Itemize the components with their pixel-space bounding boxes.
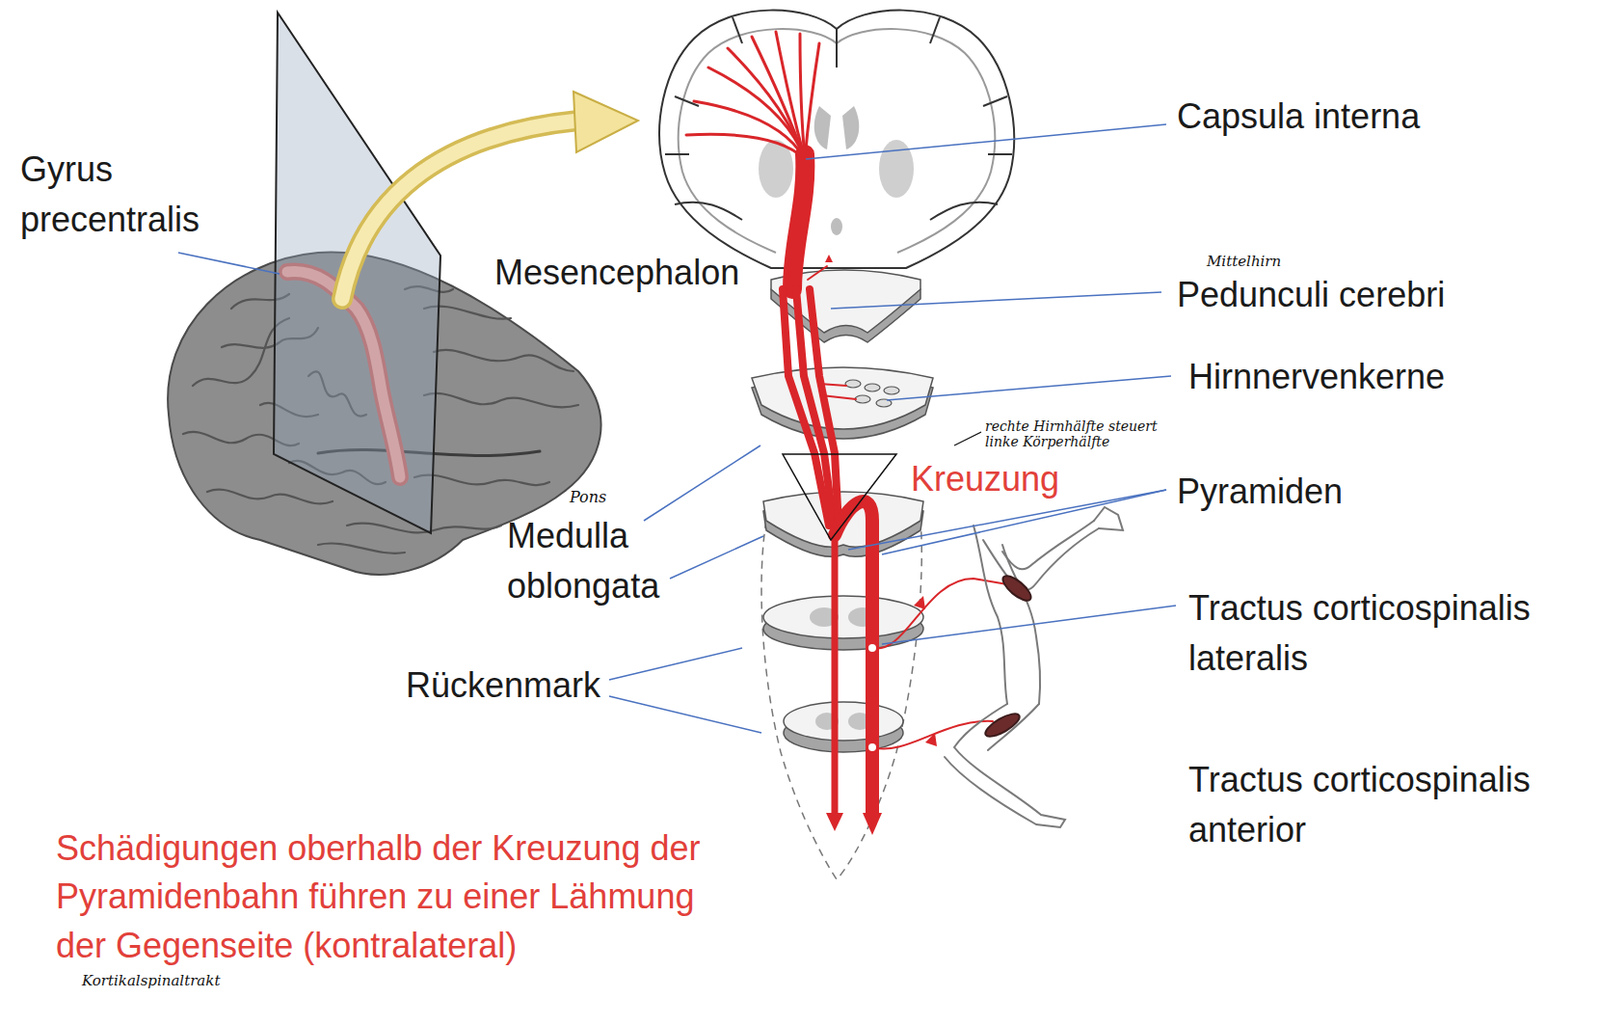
- cranial-nerve-nuclei: [845, 379, 861, 388]
- structure-label: Hirnnervenkerne: [1188, 356, 1445, 397]
- body-figure: [1093, 506, 1123, 531]
- coronal-section: [665, 17, 1013, 220]
- coronal-section: [678, 28, 837, 253]
- pyramidal-tract: [819, 383, 847, 386]
- structure-label: Capsula interna: [1176, 96, 1420, 136]
- leader-line: [178, 252, 280, 274]
- coronal-section: [930, 202, 998, 220]
- handwritten-note: rechte Hirnhälfte steuert linke Körperhä…: [985, 418, 1193, 450]
- coronal-section: [835, 28, 838, 68]
- pyramidal-tract: [831, 539, 839, 815]
- spinal-cord-outline: [761, 520, 922, 880]
- coronal-section: [659, 10, 1014, 268]
- handwritten-note: Kortikalspinaltrakt: [81, 971, 220, 989]
- body-figure: [983, 528, 1099, 590]
- synapse: [867, 742, 878, 752]
- leader-line: [886, 375, 1172, 400]
- pons-slice: [751, 367, 934, 439]
- pyramidal-tract: [686, 133, 805, 160]
- gyri: [433, 349, 574, 372]
- structure-label: Tractus corticospinalis lateralis: [1188, 583, 1574, 684]
- arrowheads: [862, 812, 882, 835]
- cranial-nerve-nuclei: [854, 395, 871, 403]
- leader-line: [669, 535, 764, 579]
- pyramidal-tract: [751, 36, 805, 160]
- leader-line: [881, 489, 1167, 555]
- arrowheads: [913, 595, 926, 610]
- coronal-section: [659, 10, 1014, 268]
- pyramidal-tract: [686, 31, 820, 160]
- leader-line: [609, 695, 762, 733]
- coronal-section: [987, 153, 1013, 156]
- coronal-section: [678, 28, 995, 253]
- crossing-label: Kreuzung: [910, 458, 1060, 499]
- handwritten-note: Mittelhirn: [1206, 252, 1281, 270]
- pyramidal-tract: [800, 33, 805, 160]
- leader-line: [805, 124, 1167, 160]
- body-figure: [999, 571, 1036, 605]
- structure-label: Pyramiden: [1176, 471, 1343, 511]
- arrowheads: [825, 254, 833, 263]
- structure-label: Tractus corticospinalis anterior: [1188, 754, 1574, 855]
- structure-label: Pedunculi cerebri: [1176, 274, 1445, 315]
- pyramidal-tract: [809, 289, 839, 526]
- pyramidal-tract: [807, 266, 827, 280]
- spinal-cord-slice: [783, 701, 904, 741]
- arrowheads: [826, 812, 844, 831]
- pyramidal-tract: [792, 154, 805, 290]
- coronal-section: [830, 217, 843, 236]
- structure-label: Gyrus precentralis: [20, 144, 233, 245]
- leader-line: [643, 445, 761, 521]
- coronal-section: [836, 28, 995, 253]
- gyri: [424, 393, 579, 407]
- coronal-section: [814, 106, 831, 150]
- gyri: [414, 475, 550, 486]
- pyramidal-tract: [686, 31, 1008, 815]
- spinal-cord-slice: [763, 595, 924, 639]
- coronal-section: [930, 17, 940, 44]
- cranial-nerve-nuclei: [864, 383, 880, 392]
- pyramidal-tract: [804, 43, 820, 160]
- cranial-nerve-nuclei: [883, 386, 900, 395]
- coronal-section: [983, 96, 1008, 107]
- cranial-nerve-nuclei: [845, 379, 900, 407]
- arrowheads: [825, 254, 937, 835]
- pyramidal-tract: [693, 101, 805, 160]
- structure-label: Medulla oblongata: [506, 510, 691, 612]
- pyramidal-tract: [821, 395, 856, 400]
- gyri: [318, 542, 405, 553]
- leader-line: [881, 605, 1176, 644]
- crossing-triangle: [782, 453, 897, 540]
- structure-label: Mesencephalon: [494, 252, 740, 293]
- leader-line: [609, 647, 743, 680]
- handwritten-note: Pons: [569, 487, 607, 507]
- arrowheads: [925, 732, 937, 747]
- body-figure: [982, 709, 1023, 741]
- note-pointer: [954, 431, 982, 446]
- spinal-cord-slice: [763, 595, 924, 752]
- yellow-arrow: [573, 91, 639, 153]
- coronal-section: [842, 106, 859, 150]
- synapse: [867, 642, 878, 653]
- coronal-section: [732, 17, 743, 44]
- brain-lateral: [167, 12, 601, 575]
- leader-line: [830, 292, 1162, 309]
- body-figure: [1002, 520, 1094, 569]
- body-figure: [944, 506, 1123, 827]
- body-figure: [944, 703, 1066, 827]
- leader-line: [848, 489, 1167, 550]
- warning-note: Schädigungen oberhalb der Kreuzung der P…: [55, 824, 731, 970]
- gyri: [207, 489, 333, 505]
- coronal-section: [674, 202, 743, 220]
- coronal-section: [665, 153, 690, 156]
- structure-label: Rückenmark: [405, 665, 601, 705]
